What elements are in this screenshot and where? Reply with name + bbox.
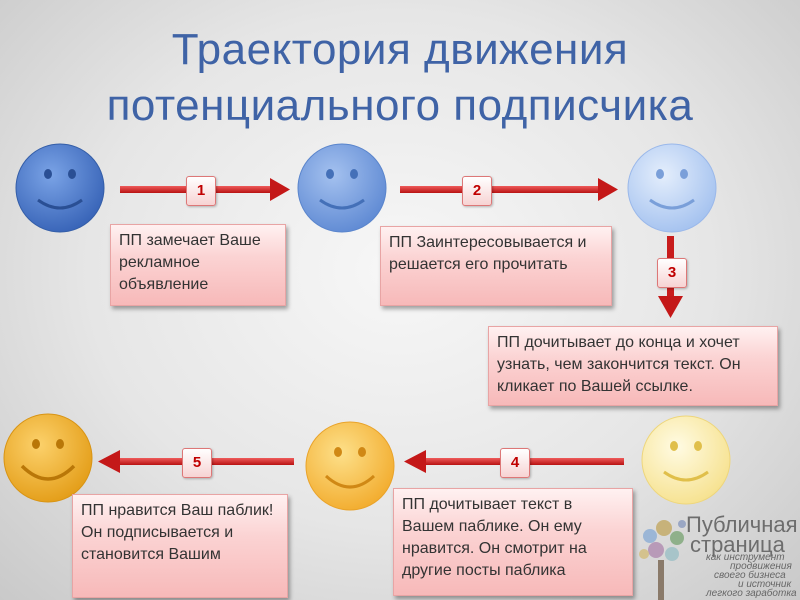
- step-note-2: ПП Заинтересовывается и решается его про…: [380, 226, 612, 306]
- logo-tagline-4: и источник: [738, 579, 792, 590]
- logo-tagline-1: как инструмент: [706, 552, 785, 563]
- smiley-face-1: [15, 143, 105, 233]
- smiley-face-4: [641, 415, 731, 505]
- step-badge-3: 3: [657, 258, 687, 288]
- title-line-1: Траектория движения: [171, 25, 629, 74]
- logo-tagline-5: легкого заработка: [706, 588, 797, 599]
- title-line-2: потенциального подписчика: [106, 81, 694, 130]
- tree-logo-icon: [639, 520, 686, 600]
- arrow-2: [400, 178, 618, 201]
- step-badge-2: 2: [462, 176, 492, 206]
- step-badge-1: 1: [186, 176, 216, 206]
- smiley-face-2: [297, 143, 387, 233]
- page-title: Траектория движения потенциального подпи…: [0, 22, 800, 134]
- step-note-1: ПП замечает Ваше рекламное объявление: [110, 224, 286, 306]
- logo-tagline-3: своего бизнеса: [714, 570, 786, 581]
- smiley-face-6: [3, 413, 93, 503]
- step-note-3: ПП дочитывает до конца и хочет узнать, ч…: [488, 326, 778, 406]
- step-badge-4: 4: [500, 448, 530, 478]
- step-note-4: ПП дочитывает текст в Вашем паблике. Он …: [393, 488, 633, 596]
- smiley-face-3: [627, 143, 717, 233]
- smiley-face-5: [305, 421, 395, 511]
- step-badge-5: 5: [182, 448, 212, 478]
- logo-title-2: страница: [690, 532, 785, 557]
- step-note-5: ПП нравится Ваш паблик! Он подписывается…: [72, 494, 288, 598]
- logo-title-1: Публичная: [686, 512, 798, 537]
- logo-tagline-2: продвижения: [730, 561, 792, 572]
